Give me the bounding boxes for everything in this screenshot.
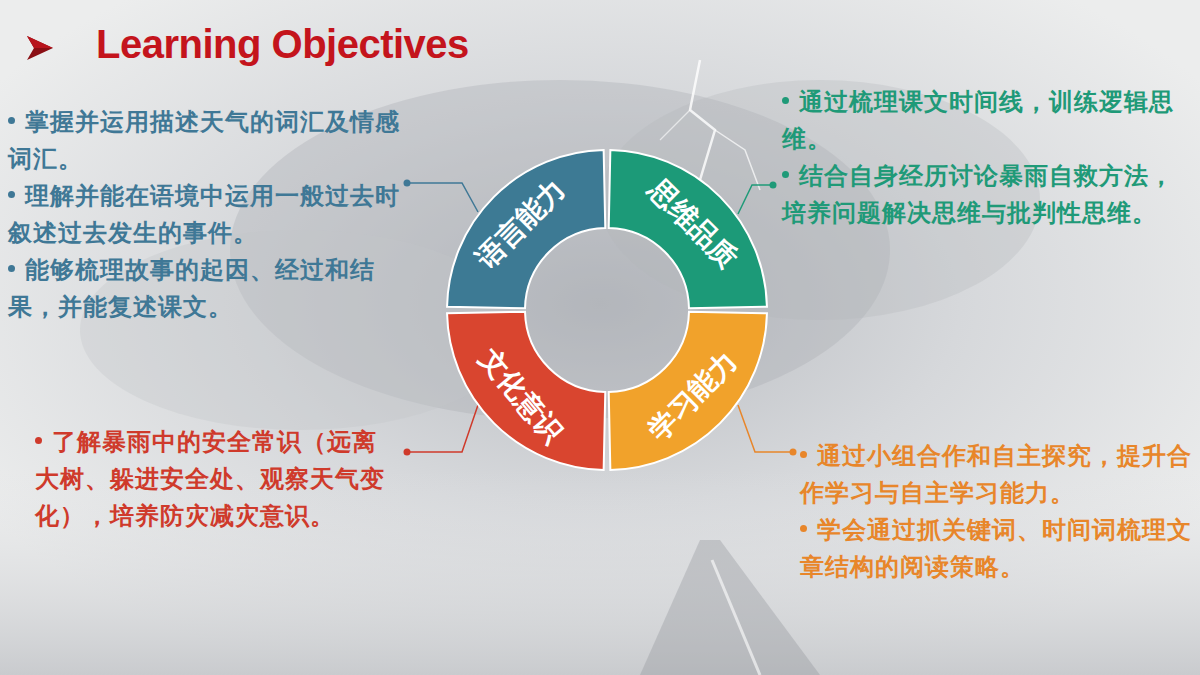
puzzle-segment: 文化意识 (447, 310, 607, 470)
bullet-dot (782, 97, 789, 104)
objective-list: 通过小组合作和自主探究，提升合作学习与自主学习能力。学会通过抓关键词、时间词梳理… (800, 437, 1192, 585)
objective-text: 通过小组合作和自主探究，提升合作学习与自主学习能力。 (800, 441, 1192, 507)
bullet-dot (8, 265, 15, 272)
objective-item: 结合自身经历讨论暴雨自救方法，培养问题解决思维与批判性思维。 (782, 157, 1192, 231)
segment-fill (447, 312, 605, 470)
objective-item: 理解并能在语境中运用一般过去时叙述过去发生的事件。 (8, 177, 400, 251)
puzzle-segment: 思维品质 (607, 150, 767, 310)
leader-line (738, 185, 770, 214)
objective-item: 通过梳理课文时间线，训练逻辑思维。 (782, 83, 1192, 157)
bullet-dot (8, 117, 15, 124)
leader-dot (790, 449, 797, 456)
objective-item: 通过小组合作和自主探究，提升合作学习与自主学习能力。 (800, 437, 1192, 511)
bullet-dot (35, 437, 42, 444)
puzzle-segment: 语言能力 (447, 150, 607, 310)
segment-fill (609, 150, 767, 308)
segment-fill (609, 312, 767, 470)
objective-item: 掌握并运用描述天气的词汇及情感词汇。 (8, 103, 400, 177)
leader-line (738, 405, 790, 452)
objective-text: 结合自身经历讨论暴雨自救方法，培养问题解决思维与批判性思维。 (782, 161, 1174, 227)
objective-item: 了解暴雨中的安全常识（远离大树、躲进安全处、观察天气变化），培养防灾减灾意识。 (35, 423, 397, 534)
slide-title: Learning Objectives (96, 22, 469, 67)
objective-list: 了解暴雨中的安全常识（远离大树、躲进安全处、观察天气变化），培养防灾减灾意识。 (35, 423, 397, 534)
leader-line (410, 183, 478, 212)
objective-item: 学会通过抓关键词、时间词梳理文章结构的阅读策略。 (800, 511, 1192, 585)
puzzle-segment: 学习能力 (607, 310, 767, 470)
objective-text: 通过梳理课文时间线，训练逻辑思维。 (782, 87, 1174, 153)
objective-list: 通过梳理课文时间线，训练逻辑思维。结合自身经历讨论暴雨自救方法，培养问题解决思维… (782, 83, 1192, 231)
objective-item: 能够梳理故事的起因、经过和结果，并能复述课文。 (8, 251, 400, 325)
objective-text: 学会通过抓关键词、时间词梳理文章结构的阅读策略。 (800, 515, 1192, 581)
objective-text: 能够梳理故事的起因、经过和结果，并能复述课文。 (8, 255, 375, 321)
bullet-dot (782, 171, 789, 178)
bullet-dot (800, 525, 807, 532)
objective-text: 理解并能在语境中运用一般过去时叙述过去发生的事件。 (8, 181, 400, 247)
leader-dot (404, 180, 411, 187)
objective-text: 掌握并运用描述天气的词汇及情感词汇。 (8, 107, 400, 173)
leader-dot (404, 449, 411, 456)
arrow-bullet-face (27, 36, 53, 48)
objective-list: 掌握并运用描述天气的词汇及情感词汇。理解并能在语境中运用一般过去时叙述过去发生的… (8, 103, 400, 325)
segment-fill (447, 150, 605, 308)
leader-line (410, 405, 478, 452)
leader-dot (770, 182, 777, 189)
arrow-bullet (27, 36, 53, 60)
bullet-dot (8, 191, 15, 198)
bullet-dot (800, 451, 807, 458)
objective-text: 了解暴雨中的安全常识（远离大树、躲进安全处、观察天气变化），培养防灾减灾意识。 (35, 427, 385, 530)
